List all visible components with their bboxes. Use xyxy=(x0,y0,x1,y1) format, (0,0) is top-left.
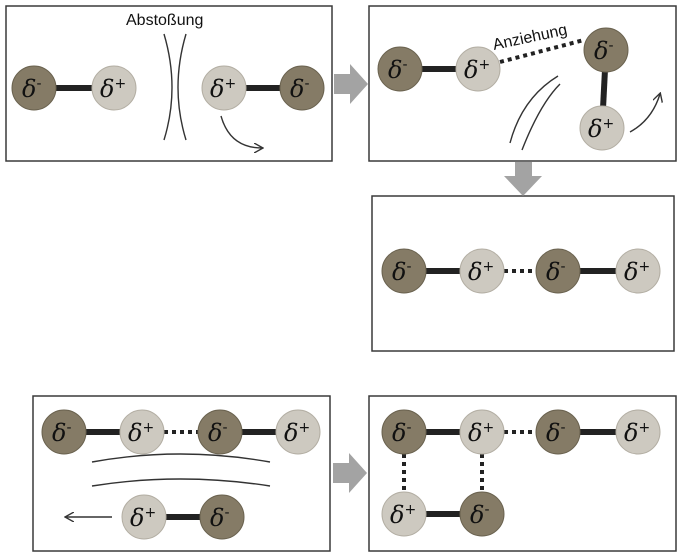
transition-arrow-right-top xyxy=(334,64,368,104)
rotation-arrow xyxy=(220,115,262,148)
charge-label-positive: δ+ xyxy=(624,258,650,286)
atom-negative xyxy=(377,46,423,92)
charge-label-negative: δ- xyxy=(470,501,490,529)
atom-negative xyxy=(459,491,505,537)
atom-positive xyxy=(91,65,137,111)
charge-label-positive: δ+ xyxy=(128,419,154,447)
charge-label-positive: δ+ xyxy=(468,419,494,447)
atom-negative xyxy=(197,409,243,455)
atom-negative xyxy=(381,409,427,455)
atom-positive xyxy=(459,248,505,294)
atom-positive xyxy=(121,494,167,540)
charge-label-positive: δ+ xyxy=(390,501,416,529)
atom-negative xyxy=(11,65,57,111)
charge-label-positive: δ+ xyxy=(100,75,126,103)
charge-label-positive: δ+ xyxy=(284,419,310,447)
attraction-bond xyxy=(499,38,585,64)
atom-positive xyxy=(459,409,505,455)
charge-label-negative: δ- xyxy=(388,56,408,84)
atom-negative xyxy=(41,409,87,455)
repulsion-bracket-right xyxy=(177,33,187,141)
charge-label-positive: δ+ xyxy=(130,504,156,532)
charge-label-negative: δ- xyxy=(594,37,614,65)
charge-label-negative: δ- xyxy=(546,258,566,286)
transition-arrow-right-bottom xyxy=(333,453,367,493)
charge-label-positive: δ+ xyxy=(464,56,490,84)
charge-label-negative: δ- xyxy=(290,75,310,103)
atom-positive xyxy=(275,409,321,455)
charge-label-positive: δ+ xyxy=(468,258,494,286)
charge-label-negative: δ- xyxy=(208,419,228,447)
charge-label-positive: δ+ xyxy=(210,75,236,103)
atom-positive xyxy=(615,409,661,455)
panel-repulsion xyxy=(5,5,333,162)
atom-negative xyxy=(279,65,325,111)
repulsion-bracket-left xyxy=(163,33,173,141)
charge-label-negative: δ- xyxy=(52,419,72,447)
atom-negative xyxy=(199,494,245,540)
charge-label-negative: δ- xyxy=(392,419,412,447)
charge-label-negative: δ- xyxy=(546,419,566,447)
charge-label-negative: δ- xyxy=(210,504,230,532)
repulsion-bracket-top xyxy=(91,453,271,463)
atom-positive xyxy=(455,46,501,92)
atom-negative xyxy=(583,27,629,73)
atom-positive xyxy=(579,105,625,151)
charge-label-negative: δ- xyxy=(22,75,42,103)
atom-positive xyxy=(119,409,165,455)
atom-positive xyxy=(201,65,247,111)
repulsion-bracket-bottom xyxy=(91,478,271,487)
atom-negative xyxy=(535,409,581,455)
attraction-curve xyxy=(521,83,561,151)
repulsion-label: Abstoßung xyxy=(126,12,203,29)
rotation-arrow xyxy=(629,94,660,133)
charge-label-positive: δ+ xyxy=(624,419,650,447)
panel-attraction xyxy=(368,5,677,162)
charge-label-negative: δ- xyxy=(392,258,412,286)
atom-positive xyxy=(381,491,427,537)
charge-label-positive: δ+ xyxy=(588,115,614,143)
atom-negative xyxy=(381,248,427,294)
attraction-curve xyxy=(509,75,559,144)
transition-arrow-down xyxy=(504,162,542,196)
atom-positive xyxy=(615,248,661,294)
atom-negative xyxy=(535,248,581,294)
